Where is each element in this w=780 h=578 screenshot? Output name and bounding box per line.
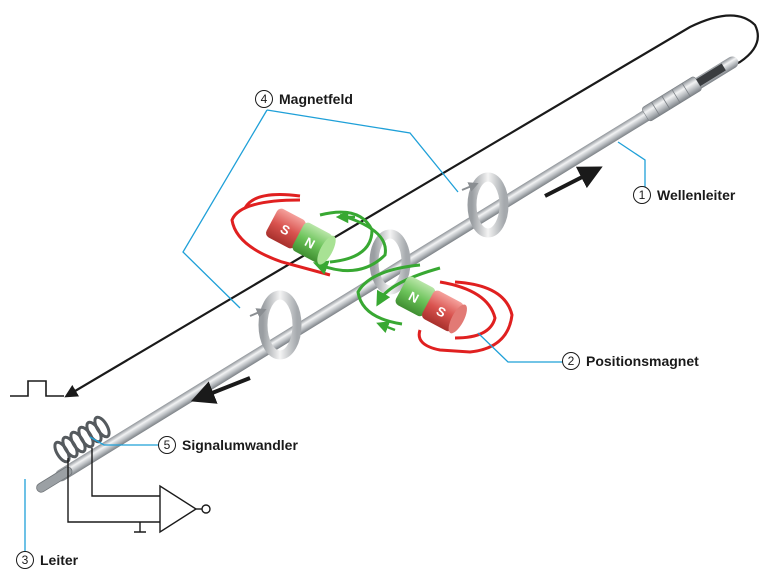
leader-leiter bbox=[22, 479, 26, 561]
leader-positionsmagnet bbox=[477, 332, 564, 363]
label-signalumwandler-text: Signalumwandler bbox=[182, 437, 298, 453]
label-positionsmagnet-number: 2 bbox=[562, 352, 580, 370]
label-magnetfeld-text: Magnetfeld bbox=[279, 91, 353, 107]
leader-signalumwandler bbox=[89, 436, 160, 446]
position-magnet-left: S N bbox=[230, 193, 387, 277]
label-wellenleiter-number: 1 bbox=[633, 186, 651, 204]
leader-magnetfeld-upper bbox=[266, 109, 459, 193]
position-magnet-right: N S bbox=[356, 263, 514, 354]
label-wellenleiter: 1 Wellenleiter bbox=[633, 186, 735, 204]
label-wellenleiter-text: Wellenleiter bbox=[657, 187, 736, 203]
field-ring-upper bbox=[461, 172, 509, 238]
label-signalumwandler-number: 5 bbox=[158, 436, 176, 454]
label-magnetfeld: 4 Magnetfeld bbox=[255, 90, 353, 108]
return-conductor bbox=[64, 14, 759, 398]
label-leiter-text: Leiter bbox=[40, 552, 79, 568]
wave-direction-arrow-up bbox=[544, 166, 603, 198]
label-leiter: 3 Leiter bbox=[16, 551, 78, 569]
wave-direction-arrow-down bbox=[190, 376, 251, 404]
rod-end-fitting bbox=[642, 63, 726, 122]
amplifier-circuit bbox=[67, 448, 211, 534]
leader-magnetfeld-lower bbox=[182, 109, 268, 309]
label-leiter-number: 3 bbox=[16, 551, 34, 569]
label-positionsmagnet: 2 Positionsmagnet bbox=[562, 352, 699, 370]
label-signalumwandler: 5 Signalumwandler bbox=[158, 436, 298, 454]
label-positionsmagnet-text: Positionsmagnet bbox=[586, 353, 699, 369]
waveguide-rod bbox=[36, 56, 739, 493]
field-ring-lower bbox=[249, 290, 302, 360]
label-magnetfeld-number: 4 bbox=[255, 90, 273, 108]
pulse-symbol bbox=[10, 380, 64, 397]
